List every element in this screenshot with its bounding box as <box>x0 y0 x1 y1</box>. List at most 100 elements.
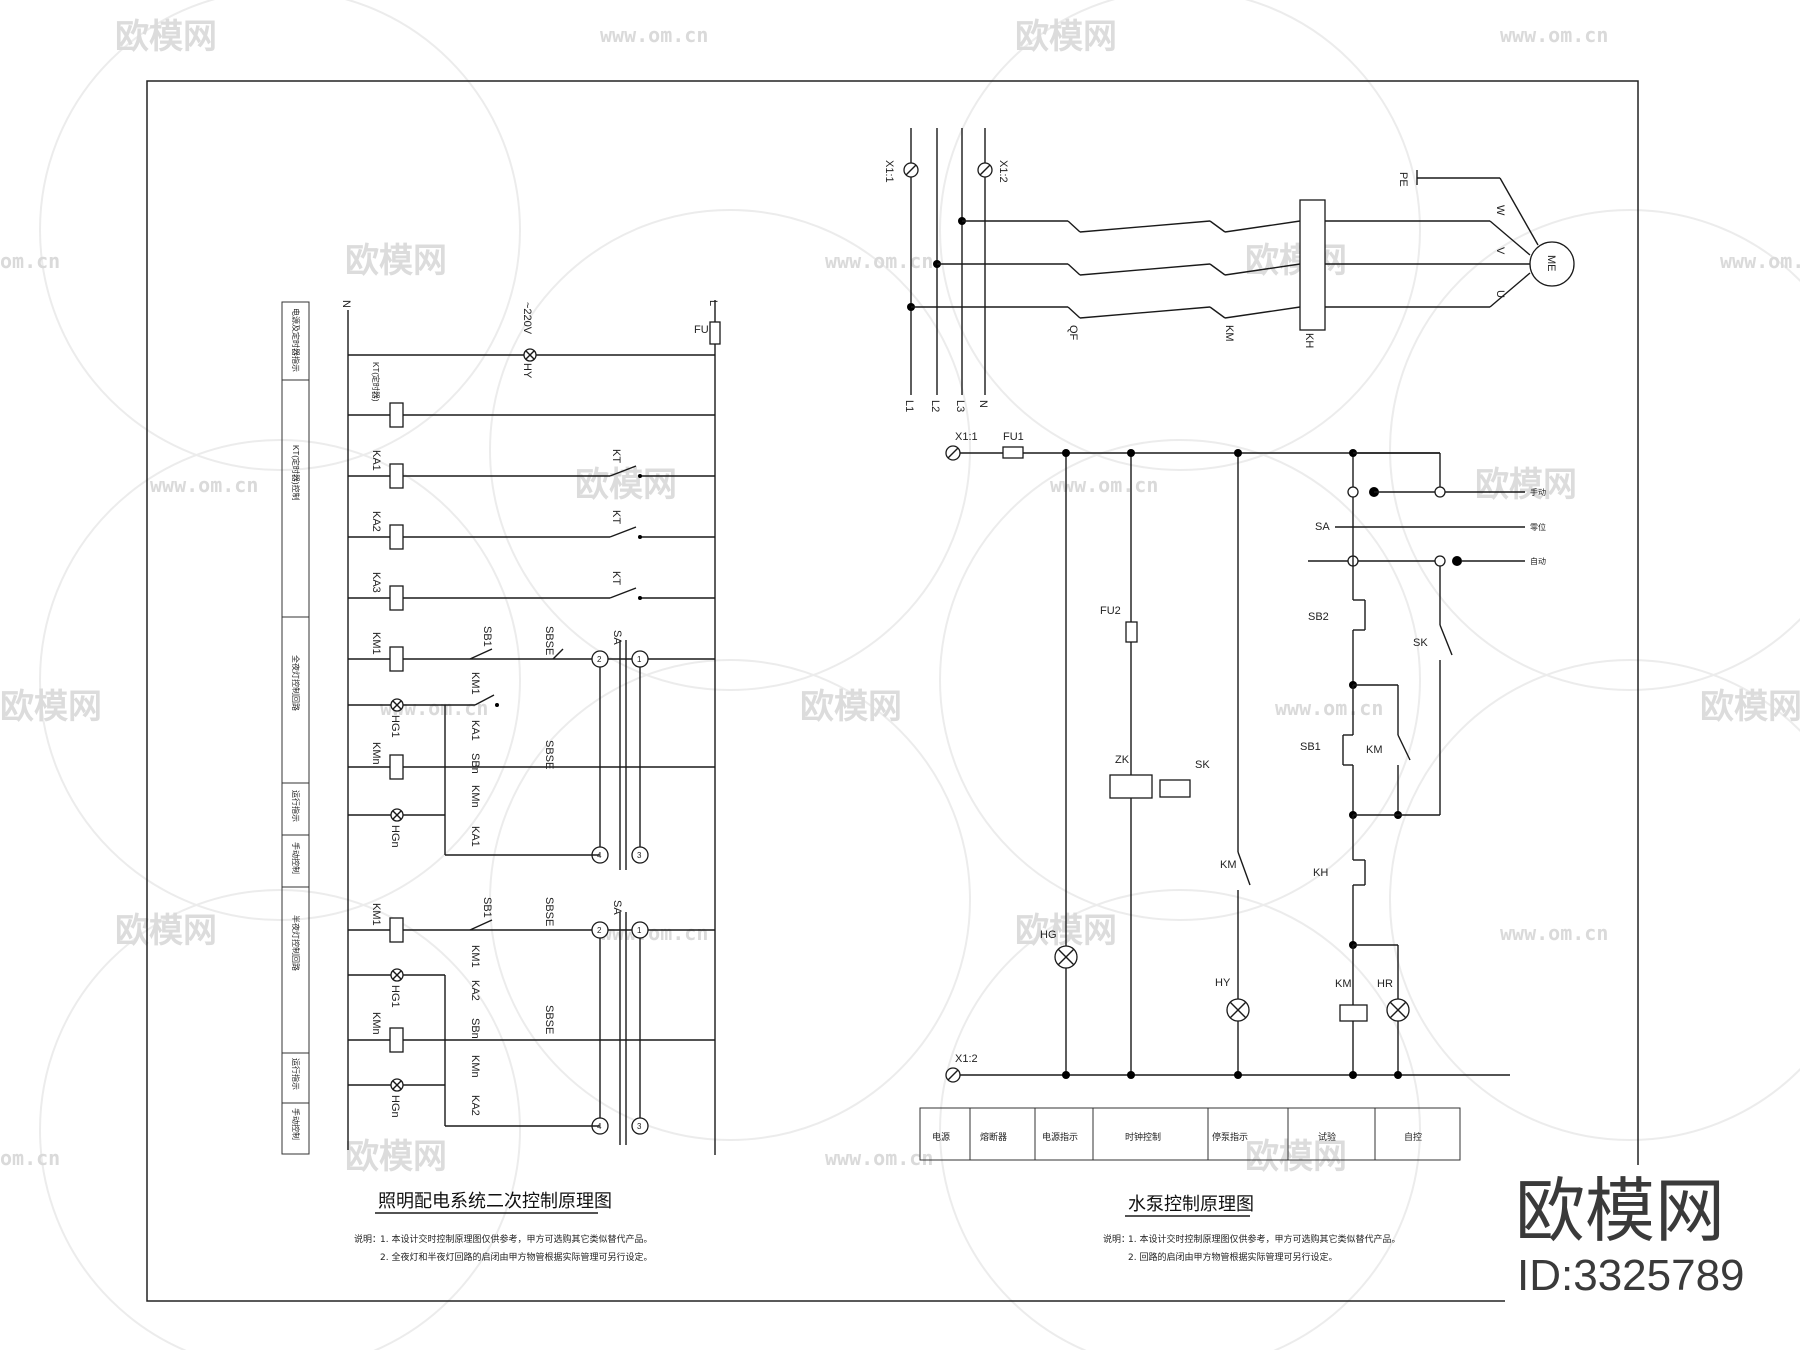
watermark-brand: 欧模网 <box>575 465 677 505</box>
switch-label: SK <box>1413 637 1428 649</box>
switch-label: SA <box>611 630 623 645</box>
watermark-url: om.cn <box>0 249 60 273</box>
phase-label: L1 <box>903 400 915 412</box>
button-label: SB1 <box>481 897 493 918</box>
function-label: 电源及定时器指示 <box>291 308 301 372</box>
contact-label: KA2 <box>469 980 481 1001</box>
note-line: 1. 本设计交时控制原理图仅供参考，甲方可选购其它类似替代产品。 <box>380 1233 652 1245</box>
contact-label: KM1 <box>469 945 481 968</box>
terminal-label: X1:1 <box>883 160 895 183</box>
function-label: 运行指示 <box>291 790 301 822</box>
motor-symbol <box>1529 241 1575 287</box>
lighting-control-diagram: 电源及定时器指示 KT(定时器)控制 全夜灯控制回路 运行指示 手动控制 半夜灯… <box>281 300 721 1263</box>
terminal-label: X1:2 <box>997 160 1009 183</box>
lamp-label: HG1 <box>389 985 401 1008</box>
contact-label: KM1 <box>469 672 481 695</box>
function-label: 半夜灯控制回路 <box>291 915 301 971</box>
brand-id: ID:3325789 <box>1517 1251 1745 1300</box>
watermark-brand: 欧模网 <box>1700 687 1800 727</box>
coil-symbol <box>389 524 404 550</box>
contact-label: KM <box>1366 744 1383 756</box>
coil-symbol <box>389 585 404 611</box>
watermark-url: www.om.cn <box>600 921 708 945</box>
function-table: 电源 熔断器 电源指示 时钟控制 停泵指示 试验 自控 <box>919 1107 1461 1161</box>
watermark-url: www.om.cn <box>1050 473 1158 497</box>
table-cell: 自控 <box>1404 1131 1422 1143</box>
lamp-symbol <box>390 1078 404 1092</box>
terminal-number: 3 <box>637 1122 642 1131</box>
table-cell: 试验 <box>1318 1131 1336 1143</box>
voltage-label: ~220V <box>521 302 533 335</box>
lamp-label: HGn <box>389 825 401 848</box>
lamp-label: HG1 <box>389 715 401 738</box>
fuse-symbol <box>709 321 721 345</box>
table-cell: 停泵指示 <box>1212 1131 1248 1143</box>
terminal-label: X1:1 <box>955 431 978 443</box>
watermark-url: www.om.cn <box>600 23 708 47</box>
fuse-label: FU <box>694 324 709 336</box>
diagram-title: 水泵控制原理图 <box>1128 1194 1254 1215</box>
button-label: SB1 <box>1300 741 1321 753</box>
switch-label: SA <box>1315 521 1330 533</box>
lamp-symbol <box>390 968 404 982</box>
function-label: 全夜灯控制回路 <box>291 655 301 711</box>
button-label: SBSE <box>543 1005 555 1034</box>
lamp-label: HR <box>1377 978 1393 990</box>
motor-label: ME <box>1545 255 1557 272</box>
lamp-symbol <box>390 698 404 712</box>
phase-label: L2 <box>929 400 941 412</box>
contact-label: KMn <box>469 785 481 808</box>
button-label: SBSE <box>543 626 555 655</box>
lamp-symbol <box>390 808 404 822</box>
pe-label: PE <box>1397 172 1409 187</box>
watermark-brand: 欧模网 <box>800 687 902 727</box>
note-prefix: 说明： <box>354 1233 381 1245</box>
relay-label: KH <box>1303 333 1315 348</box>
function-label: 运行指示 <box>291 1058 301 1090</box>
watermark-brand: 欧模网 <box>1245 1137 1347 1177</box>
watermark-brand: 欧模网 <box>115 911 217 951</box>
contactor-label: KM <box>1223 325 1235 342</box>
switch-label: SA <box>611 900 623 915</box>
button-label: SBn <box>469 753 481 774</box>
terminal-number: 1 <box>637 655 642 664</box>
watermark-brand: 欧模网 <box>1245 241 1347 281</box>
watermark-url: www.om.cn <box>1275 696 1383 720</box>
switch-position-label: 手动 <box>1530 487 1546 497</box>
drawing-border <box>146 80 1639 1302</box>
diagram-title: 照明配电系统二次控制原理图 <box>378 1191 612 1212</box>
watermark-url: www.om.cn <box>825 1146 933 1170</box>
contact-label: KMn <box>469 1055 481 1078</box>
fuse-symbol <box>1125 621 1138 643</box>
coil-label: KMn <box>370 742 382 765</box>
motor-phase-label: W <box>1494 205 1506 216</box>
breaker-label: QF <box>1067 325 1079 341</box>
table-cell: 电源 <box>932 1131 950 1143</box>
full-night-circuit: KM1 SB1 SBSE SA 2 1 4 3 HG1 KM1 KMn KA1 … <box>348 626 715 870</box>
phase-label: L3 <box>954 400 966 412</box>
terminal-label: X1:2 <box>955 1053 978 1065</box>
rail-label-l: L <box>707 300 719 306</box>
contact-label: KT <box>610 449 622 463</box>
watermark-brand: 欧模网 <box>1475 465 1577 505</box>
rail-label-n: N <box>340 300 352 308</box>
half-night-circuit: KM1 SB1 SBSE SA 2 1 4 3 HG1 KM1 KMn KA2 … <box>348 897 715 1145</box>
coil-label: KA3 <box>370 572 382 593</box>
watermark-url: www.om.cn <box>150 473 258 497</box>
table-cell: 电源指示 <box>1042 1131 1078 1143</box>
timer-symbol <box>1109 774 1153 799</box>
fuse-symbol <box>1002 446 1024 459</box>
motor-phase-label: U <box>1494 290 1506 298</box>
switch-label: SK <box>1195 759 1210 771</box>
watermark-url: www.om.cn <box>1720 249 1800 273</box>
button-label: SBn <box>469 1018 481 1039</box>
coil-label: KT(定时器) <box>371 362 381 402</box>
contact-label: KT <box>610 510 622 524</box>
coil-label: KM1 <box>370 632 382 655</box>
switch-symbol <box>1159 779 1191 798</box>
phase-label: N <box>977 400 989 408</box>
terminal-number: 2 <box>597 926 602 935</box>
lamp-label: HGn <box>389 1095 401 1118</box>
